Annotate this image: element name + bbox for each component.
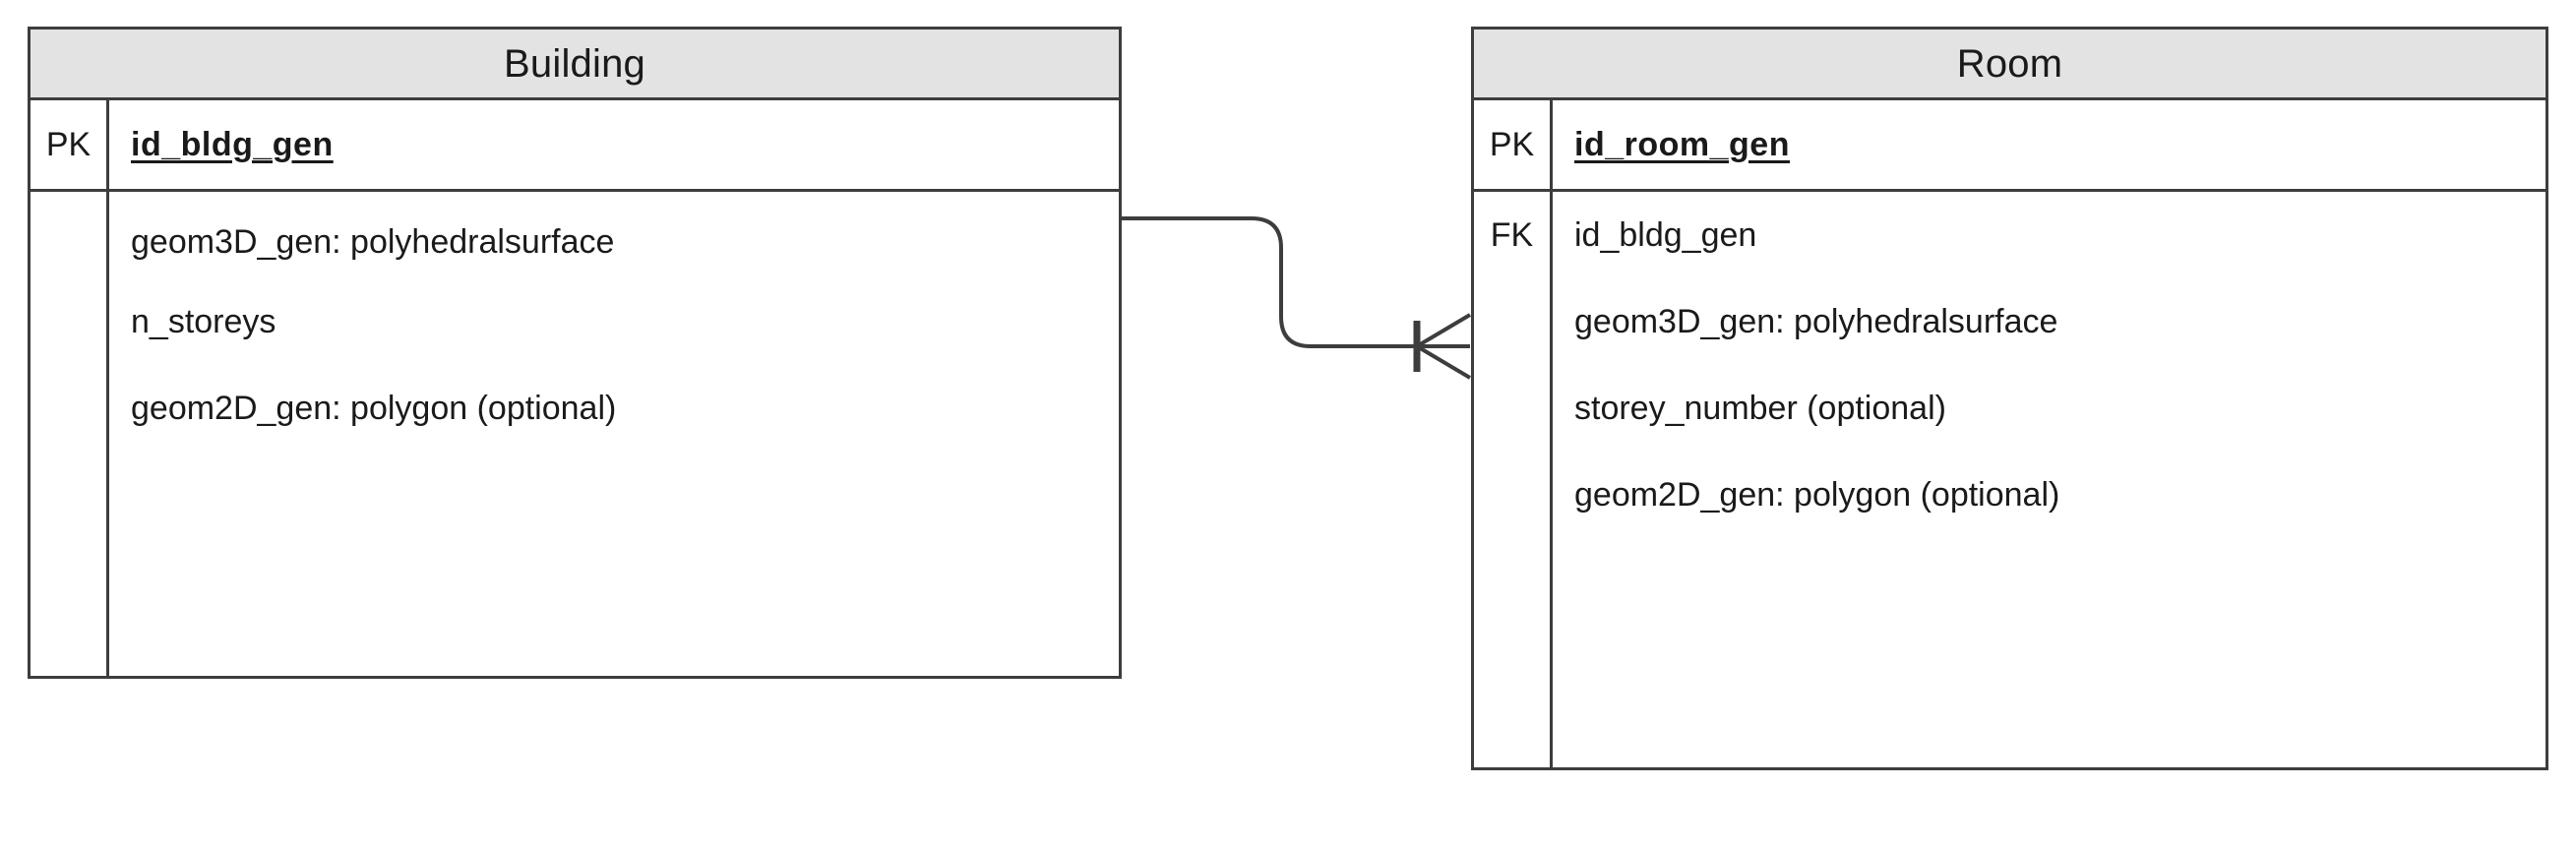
room-attribute-list: geom3D_gen: polyhedralsurface storey_num… — [1553, 278, 2545, 767]
crows-foot-icon-lower — [1415, 344, 1472, 380]
room-fk-attribute-name: id_bldg_gen — [1574, 215, 1757, 254]
room-attribute-key-spacer — [1474, 278, 1553, 767]
list-item: geom3D_gen: polyhedralsurface — [131, 222, 615, 261]
building-pk-attribute: id_bldg_gen — [109, 100, 1119, 189]
building-pk-key-label: PK — [31, 100, 109, 189]
table-row[interactable]: PK id_room_gen — [1474, 100, 2545, 192]
entity-building-body: PK id_bldg_gen geom3D_gen: polyhedralsur… — [31, 100, 1119, 679]
room-pk-attribute: id_room_gen — [1553, 100, 2545, 189]
table-row[interactable]: PK id_bldg_gen — [31, 100, 1119, 192]
list-item: geom2D_gen: polygon (optional) — [131, 389, 617, 427]
entity-room-title: Room — [1956, 41, 2063, 86]
crows-foot-icon-upper — [1415, 313, 1472, 348]
entity-building-header: Building — [31, 30, 1119, 100]
room-fk-attribute: id_bldg_gen — [1553, 192, 2545, 278]
room-pk-key-label: PK — [1474, 100, 1553, 189]
room-attribute-block: geom3D_gen: polyhedralsurface storey_num… — [1474, 278, 2545, 767]
entity-room[interactable]: Room PK id_room_gen FK id_bldg_gen geom3… — [1471, 27, 2548, 770]
list-item: geom3D_gen: polyhedralsurface — [1574, 302, 2058, 340]
list-item: storey_number (optional) — [1574, 389, 1946, 427]
room-fk-key-label: FK — [1474, 192, 1553, 278]
list-item: n_storeys — [131, 302, 276, 340]
building-attribute-block: geom3D_gen: polyhedralsurface n_storeys … — [31, 192, 1119, 679]
entity-room-body: PK id_room_gen FK id_bldg_gen geom3D_gen… — [1474, 100, 2545, 767]
table-row[interactable]: FK id_bldg_gen — [1474, 192, 2545, 278]
entity-building-title: Building — [504, 41, 645, 86]
room-pk-attribute-name: id_room_gen — [1574, 125, 1790, 163]
building-attribute-list: geom3D_gen: polyhedralsurface n_storeys … — [109, 192, 1119, 679]
list-item: geom2D_gen: polygon (optional) — [1574, 475, 2060, 514]
relationship-line — [1122, 216, 1417, 348]
entity-room-header: Room — [1474, 30, 2545, 100]
building-pk-attribute-name: id_bldg_gen — [131, 125, 334, 163]
building-attribute-key-spacer — [31, 192, 109, 679]
entity-building[interactable]: Building PK id_bldg_gen geom3D_gen: poly… — [28, 27, 1122, 679]
